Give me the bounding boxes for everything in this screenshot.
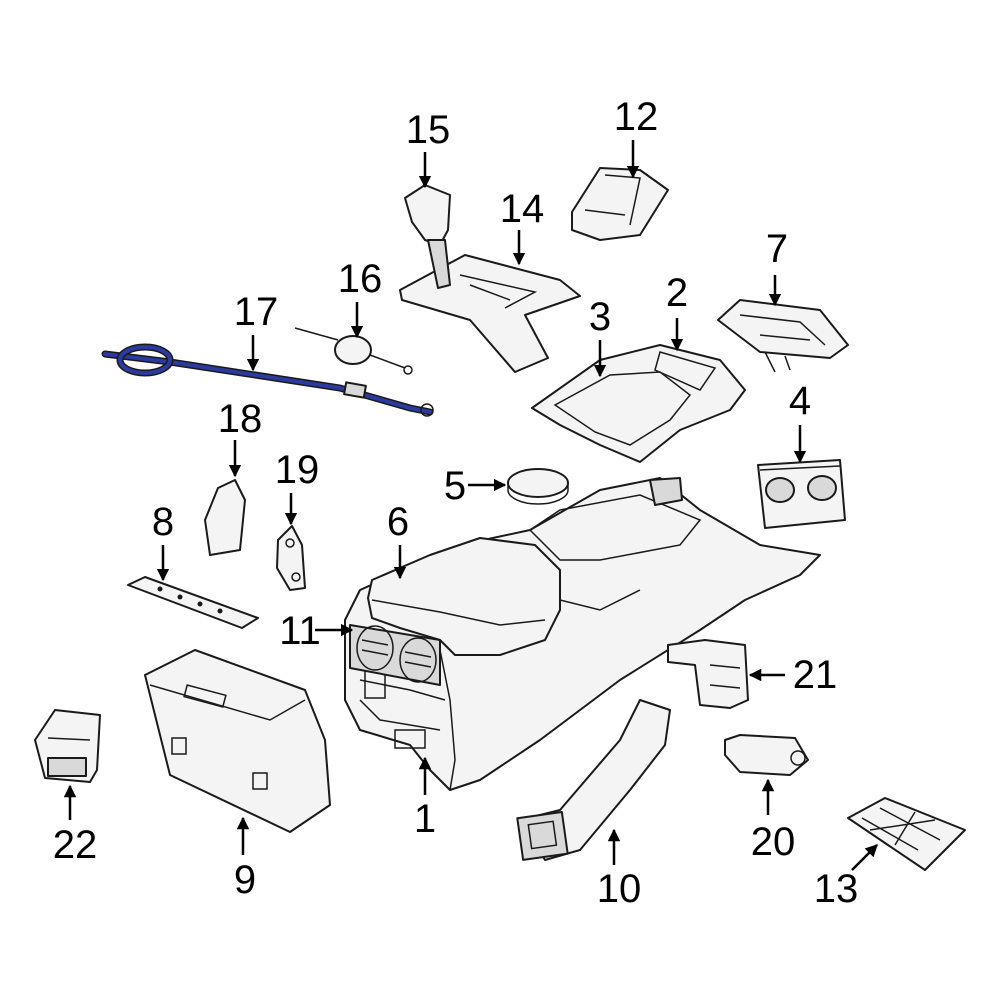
callout-22: 22 bbox=[53, 823, 98, 867]
part-10-air-duct[interactable] bbox=[516, 699, 671, 861]
callout-labels: 1 2 3 4 5 6 7 8 9 10 11 12 13 14 15 16 1… bbox=[53, 95, 859, 911]
part-4-cup-holder[interactable] bbox=[757, 459, 846, 529]
callout-9: 9 bbox=[234, 858, 256, 902]
part-7-holder-housing[interactable] bbox=[717, 299, 849, 373]
callout-20: 20 bbox=[751, 820, 796, 864]
callout-16: 16 bbox=[338, 257, 383, 301]
part-9-side-panel[interactable] bbox=[144, 649, 331, 833]
callout-21: 21 bbox=[793, 653, 838, 697]
part-13-mat[interactable] bbox=[847, 797, 966, 871]
part-21-clip-bracket[interactable] bbox=[667, 639, 749, 709]
callout-1: 1 bbox=[414, 797, 436, 841]
part-18-shield[interactable] bbox=[204, 479, 246, 556]
part-11-rear-vents[interactable] bbox=[349, 624, 441, 686]
part-14-shifter-bezel[interactable] bbox=[399, 254, 581, 373]
callout-14: 14 bbox=[500, 187, 545, 231]
part-8-bracket[interactable] bbox=[127, 576, 259, 629]
callout-5: 5 bbox=[444, 464, 466, 508]
part-16-cable-end[interactable] bbox=[294, 327, 413, 375]
callout-11: 11 bbox=[279, 609, 321, 653]
leader-13 bbox=[851, 844, 878, 871]
callout-15: 15 bbox=[406, 108, 451, 152]
part-5-disc[interactable] bbox=[507, 468, 569, 505]
part-6-armrest-lid[interactable] bbox=[367, 537, 561, 656]
part-22-switch[interactable] bbox=[34, 709, 101, 783]
part-3-trim-inset[interactable] bbox=[553, 371, 692, 446]
part-17-shift-cable[interactable] bbox=[101, 343, 434, 417]
callout-7: 7 bbox=[766, 227, 788, 271]
callout-10: 10 bbox=[597, 867, 642, 911]
callout-3: 3 bbox=[589, 295, 611, 339]
callout-8: 8 bbox=[152, 500, 174, 544]
callout-18: 18 bbox=[218, 397, 263, 441]
part-12-upper-housing[interactable] bbox=[571, 167, 669, 241]
part-15-shift-knob[interactable] bbox=[404, 184, 451, 289]
callout-13: 13 bbox=[814, 867, 859, 911]
callout-12: 12 bbox=[614, 95, 659, 139]
callout-2: 2 bbox=[666, 271, 688, 315]
part-2-top-bezel[interactable] bbox=[531, 344, 746, 463]
callout-4: 4 bbox=[789, 379, 811, 423]
callout-17: 17 bbox=[234, 290, 279, 334]
part-20-switch-module[interactable] bbox=[724, 734, 809, 776]
callout-19: 19 bbox=[275, 448, 320, 492]
part-19-link-bracket[interactable] bbox=[276, 525, 306, 591]
leader-arrows bbox=[63, 140, 878, 871]
callout-6: 6 bbox=[387, 500, 409, 544]
